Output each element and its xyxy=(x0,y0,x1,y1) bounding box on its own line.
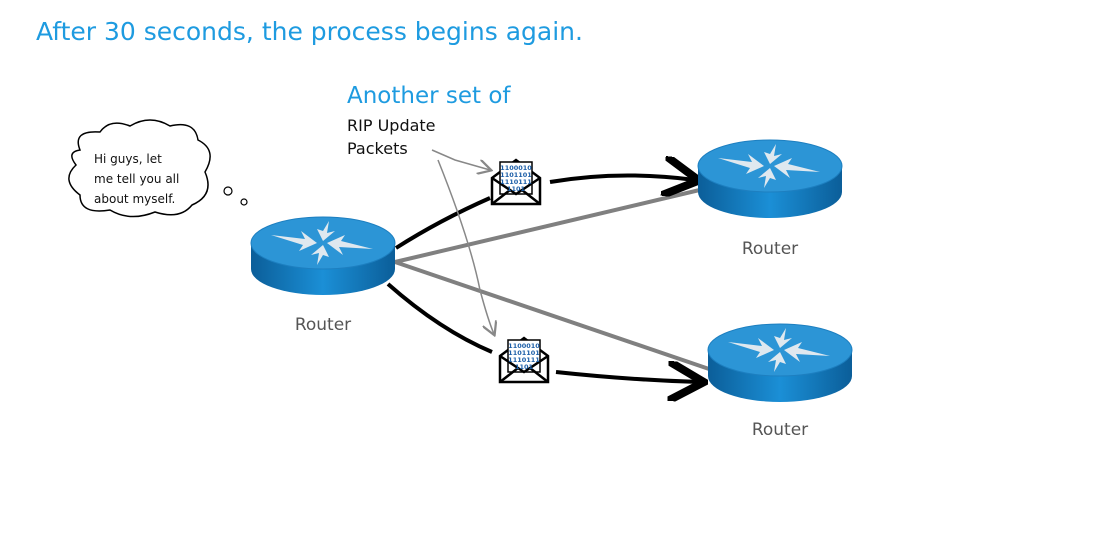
annotation-line3: Packets xyxy=(347,139,408,158)
svg-text:1101101: 1101101 xyxy=(508,349,540,357)
svg-text:1100010: 1100010 xyxy=(500,164,532,172)
link-top xyxy=(394,186,709,264)
path-to-envelope-bottom xyxy=(386,282,493,354)
links xyxy=(386,175,713,382)
svg-text:1110111: 1110111 xyxy=(508,356,540,364)
router-top-right-label: Router xyxy=(742,239,798,259)
svg-text:about myself.: about myself. xyxy=(94,192,175,206)
link-bottom xyxy=(394,260,713,372)
router-bottom-right-label: Router xyxy=(752,420,808,440)
router-left[interactable] xyxy=(250,216,396,296)
annotation-line2: RIP Update xyxy=(347,116,436,135)
svg-text:1101: 1101 xyxy=(507,185,526,193)
router-left-label: Router xyxy=(295,315,351,335)
annotation-arrow-top xyxy=(431,149,490,170)
svg-text:1110111: 1110111 xyxy=(500,178,532,186)
svg-text:1100010: 1100010 xyxy=(508,342,540,350)
svg-text:me tell you all: me tell you all xyxy=(94,172,179,186)
thought-bubble: Hi guys, let me tell you all about mysel… xyxy=(68,119,248,218)
router-top-right[interactable] xyxy=(697,139,843,219)
arrow-to-bottom-router xyxy=(555,372,700,382)
svg-text:1101101: 1101101 xyxy=(500,171,532,179)
path-to-envelope-top xyxy=(394,196,491,250)
annotation-heading: Another set of xyxy=(347,83,511,109)
annotation-arrow-bottom xyxy=(437,159,494,334)
svg-text:Hi guys, let: Hi guys, let xyxy=(94,152,162,166)
envelope-icon: 1100010 1101101 1110111 1101 xyxy=(490,158,542,206)
svg-text:1101: 1101 xyxy=(515,363,534,371)
router-bottom-right[interactable] xyxy=(707,323,853,403)
envelope-icon: 1100010 1101101 1110111 1101 xyxy=(498,336,550,384)
arrow-to-top-router xyxy=(549,175,695,182)
title: After 30 seconds, the process begins aga… xyxy=(36,17,583,46)
